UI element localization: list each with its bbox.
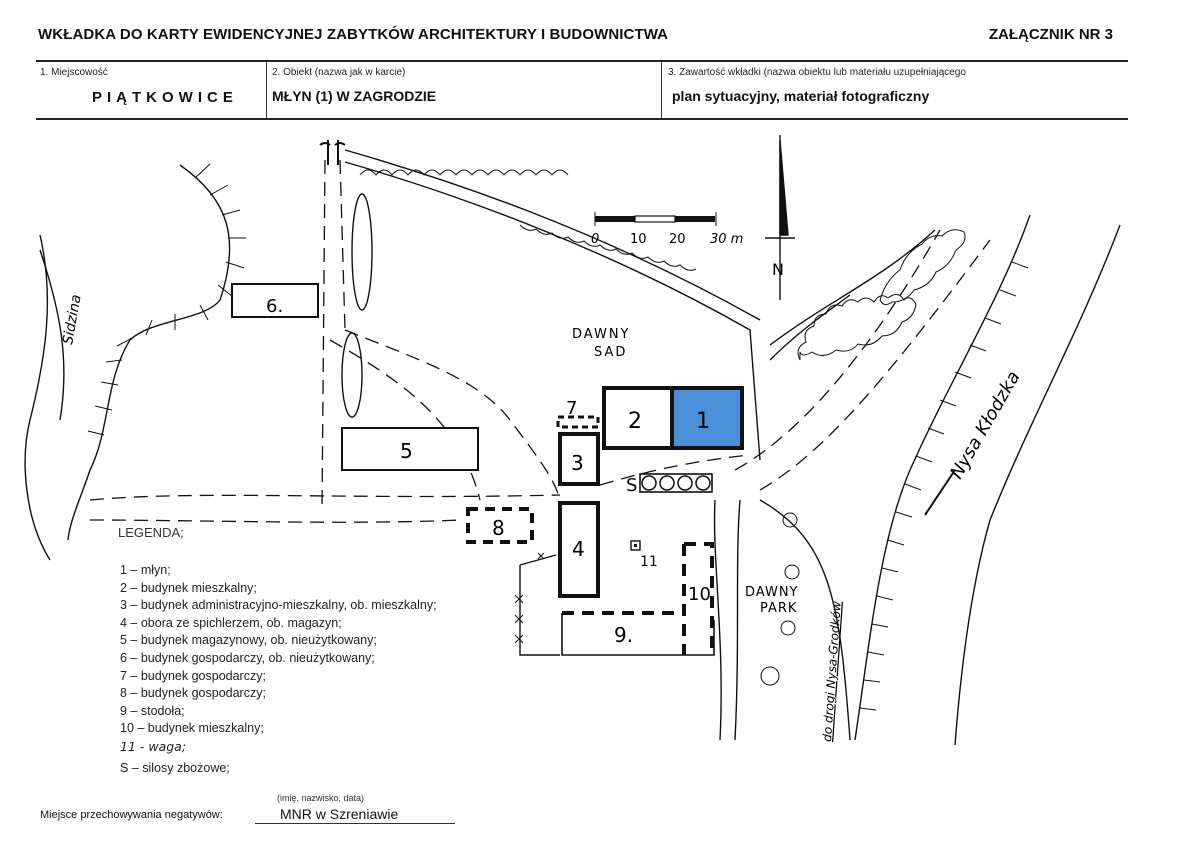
park-label-2: PARK [760, 601, 797, 616]
legend-item: 5 – budynek magazynowy, ob. nieużytkowan… [120, 633, 377, 648]
tree-cluster-1 [351, 193, 373, 311]
building-3: 3 [558, 432, 600, 486]
fence-line [519, 554, 560, 656]
building-9-barn: 9. [561, 611, 715, 656]
orchard-label-1: DAWNY [572, 327, 630, 342]
building-4: 4 [558, 501, 600, 598]
scale-10: 10 [630, 232, 647, 247]
table-divider-1 [266, 62, 267, 118]
legend-item: 3 – budynek administracyjno-mieszkalny, … [120, 598, 437, 613]
stream-label: Sidzina [60, 293, 85, 345]
svg-text:1: 1 [696, 409, 710, 434]
legend-item: 8 – budynek gospodarczy; [120, 686, 266, 701]
legend-item: 11 - waga; [120, 738, 187, 754]
legend-item: 6 – budynek gospodarczy, ob. nieużytkowa… [120, 650, 375, 665]
document-title: WKŁADKA DO KARTY EWIDENCYJNEJ ZABYTKÓW A… [38, 26, 669, 43]
tree-row-road-2 [519, 224, 697, 271]
scale-0: 0 [591, 232, 599, 247]
tree-cluster-2 [341, 332, 363, 418]
river-line [924, 469, 956, 516]
scale-30: 30 m [710, 232, 743, 247]
legend-item: 1 – młyn; [120, 563, 171, 577]
orchard-label-2: SAD [594, 345, 627, 360]
svg-text:5: 5 [400, 439, 413, 463]
footer-hint: (imię, nazwisko, data) [277, 793, 365, 803]
locality-label: 1. Miejscowość [40, 67, 108, 78]
object-label: 2. Obiekt (nazwa jak w karcie) [272, 67, 406, 78]
legend-item: 7 – budynek gospodarczy; [120, 668, 266, 683]
river-bank-west [854, 214, 1031, 741]
contents-label: 3. Zawartość wkładki (nazwa obiektu lub … [668, 67, 966, 78]
legend-item: 10 – budynek mieszkalny; [120, 721, 264, 736]
road-east-edge [769, 229, 936, 346]
road-north-edge-2 [344, 161, 761, 461]
legend-list: 1 – młyn; 2 – budynek mieszkalny; 3 – bu… [120, 562, 437, 777]
building-11-scale: 11 [630, 540, 658, 570]
fence-x-marks [514, 552, 545, 644]
north-arrow-head [779, 139, 789, 236]
building-5: 5 [341, 427, 479, 471]
contents-value: plan sytuacyjny, materiał fotograficzny [672, 88, 930, 104]
svg-text:S: S [626, 475, 637, 496]
scale-20: 20 [669, 232, 686, 247]
building-2: 2 [602, 386, 674, 450]
locality-value: PIĄTKOWICE [92, 89, 238, 106]
road-label: do drogi Nysa-Grodków [820, 601, 844, 743]
object-value: MŁYN (1) W ZAGRODZIE [272, 88, 437, 104]
embankment-west [67, 164, 231, 541]
table-top-border [36, 60, 1128, 62]
svg-text:9.: 9. [614, 623, 633, 647]
legend-title: LEGENDA; [118, 525, 184, 540]
building-8: 8 [466, 507, 534, 544]
building-7: 7 [556, 398, 600, 429]
svg-text:4: 4 [572, 537, 585, 561]
stream-bank-left [24, 234, 51, 561]
legend-item: S – silosy zbożowe; [120, 760, 230, 775]
table-divider-2 [661, 62, 662, 118]
silos: S [626, 473, 713, 496]
svg-text:6.: 6. [266, 296, 283, 317]
legend-item: 9 – stodoła; [120, 703, 185, 718]
river-hatch [859, 261, 1029, 711]
river-bank-east [954, 224, 1121, 746]
svg-text:7: 7 [566, 398, 577, 419]
road-south-west [713, 499, 722, 741]
embankment-hatch [87, 163, 246, 436]
building-1-mill: 1 [670, 386, 744, 450]
building-6: 6. [231, 283, 319, 318]
scale-bar: 0 10 20 30 m [591, 212, 743, 247]
legend-item: 2 – budynek mieszkalny; [120, 580, 257, 595]
road-north-edge [344, 149, 761, 321]
svg-text:3: 3 [571, 451, 584, 475]
footer-label: Miejsce przechowywania negatywów: [40, 809, 223, 821]
legend-item: 4 – obora ze spichlerzem, ob. magazyn; [120, 615, 342, 630]
footer-underline [255, 823, 455, 824]
tree-belt-east [797, 294, 917, 361]
road-south-east [734, 499, 741, 741]
tree-row-road [359, 169, 569, 176]
svg-text:8: 8 [492, 516, 505, 540]
stream-bank-right [39, 249, 65, 421]
tree-belt-east-2 [879, 229, 966, 306]
annex-number: ZAŁĄCZNIK NR 3 [988, 26, 1113, 43]
building-10: 10 [682, 542, 714, 655]
svg-text:2: 2 [628, 409, 642, 434]
svg-text:11: 11 [640, 554, 658, 570]
north-label: N [772, 260, 784, 279]
road-east-edge-2 [769, 294, 851, 361]
dashed-paths [89, 159, 991, 523]
bridge [319, 140, 346, 165]
park-label-1: DAWNY [745, 585, 798, 600]
table-bottom-border [36, 118, 1128, 120]
footer-value: MNR w Szreniawie [280, 806, 399, 822]
svg-text:10: 10 [688, 584, 711, 605]
park-bushes [760, 512, 800, 686]
